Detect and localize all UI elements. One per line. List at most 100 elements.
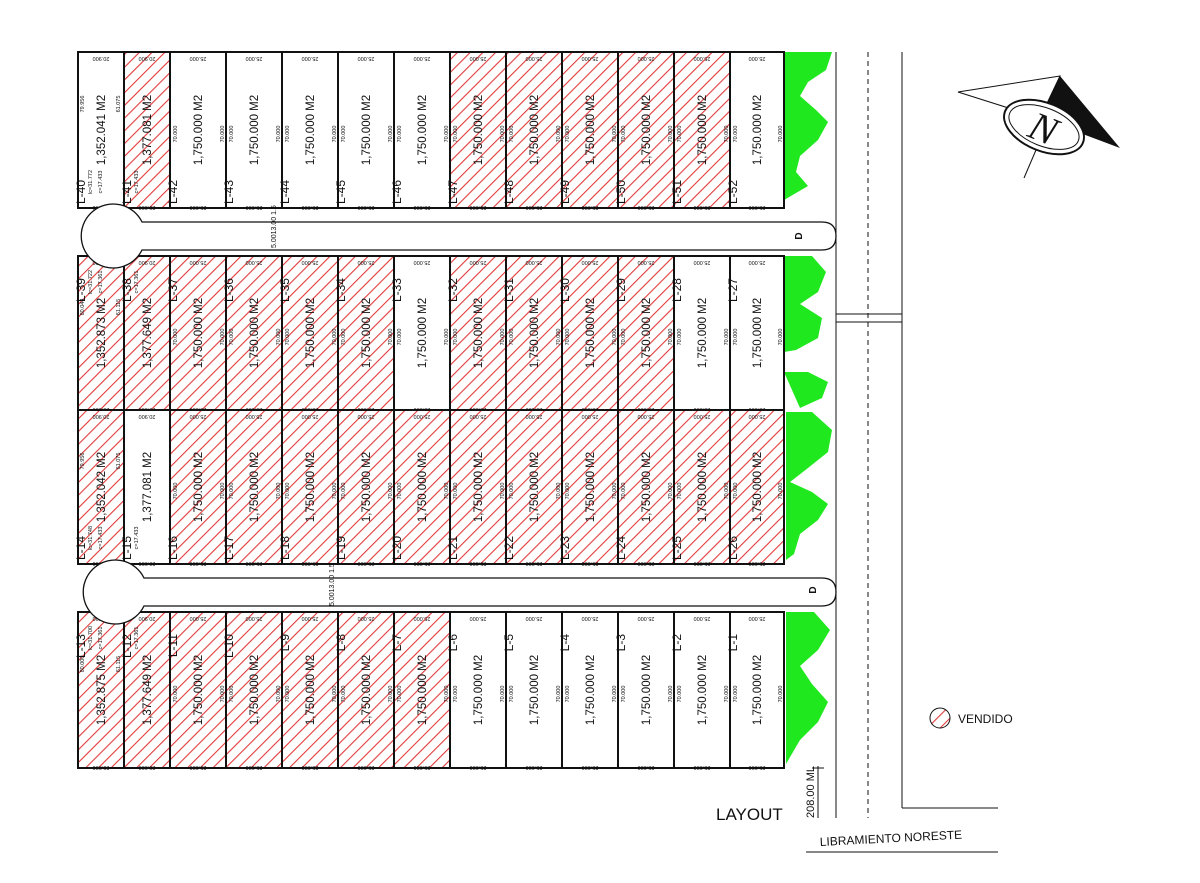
lot-area-label: 1,750.000 M2 <box>697 298 709 368</box>
lot-area[interactable] <box>673 611 731 769</box>
lot-sold-area[interactable] <box>393 611 451 769</box>
lot-area[interactable] <box>505 611 563 769</box>
lot-sold-area[interactable] <box>561 409 619 565</box>
lot-sold-area[interactable] <box>561 51 619 209</box>
lot-sold-area[interactable] <box>169 255 227 411</box>
lot-front-label: 25.000 <box>749 764 766 770</box>
lot-sold-area[interactable] <box>123 611 171 769</box>
lot-area[interactable] <box>729 611 785 769</box>
lot[interactable]: 1,352.042 M2L-1420.90020.90079.95661.075… <box>74 409 125 566</box>
lot-sold-area[interactable] <box>337 611 395 769</box>
lot-sold-area[interactable] <box>169 611 227 769</box>
lot-sold-area[interactable] <box>673 51 731 209</box>
lot-sold-area[interactable] <box>505 51 563 209</box>
lot-area[interactable] <box>123 409 171 565</box>
lot-area[interactable] <box>673 255 731 411</box>
lot-sold-area[interactable] <box>123 255 171 411</box>
lot-sold-area[interactable] <box>729 409 785 565</box>
lot-sold-area[interactable] <box>225 611 283 769</box>
lot-sold-area[interactable] <box>281 255 339 411</box>
lot-sold-area[interactable] <box>561 255 619 411</box>
lot-sold-area[interactable] <box>337 255 395 411</box>
lot-sold-area[interactable] <box>449 255 507 411</box>
lot[interactable]: 1,352.041 M2L-4020.90020.90079.95661.075… <box>74 51 125 210</box>
lot[interactable]: 1,352.873 M2L-3920.90020.90080.04461.115… <box>74 255 125 412</box>
lot-sold-area[interactable] <box>123 51 171 209</box>
lot-area-label: 1,750.000 M2 <box>641 298 653 368</box>
lot[interactable]: 1,352.875 M2L-1320.90020.90080.00061.115… <box>74 611 125 770</box>
lot-sold-area[interactable] <box>617 51 675 209</box>
lot-area[interactable] <box>729 51 785 209</box>
lot-sold-area[interactable] <box>617 255 675 411</box>
lot-area[interactable] <box>169 51 227 209</box>
lot-sold-area[interactable] <box>449 51 507 209</box>
lot-sold-area[interactable] <box>505 409 563 565</box>
lot-area[interactable] <box>337 51 395 209</box>
lot-area[interactable] <box>225 51 283 209</box>
lot-depth-label: 70.000 <box>388 126 394 143</box>
lot-sold-area[interactable] <box>449 409 507 565</box>
lot-area[interactable] <box>449 611 507 769</box>
lot-area[interactable] <box>393 255 451 411</box>
lot-sold-area[interactable] <box>617 409 675 565</box>
lot-sold-area[interactable] <box>169 409 227 565</box>
lot-sold-area[interactable] <box>393 409 451 565</box>
lot-area[interactable] <box>561 611 619 769</box>
lot-area[interactable] <box>729 255 785 411</box>
lot-area[interactable] <box>281 51 339 209</box>
lot-sold-area[interactable] <box>337 409 395 565</box>
lot-front-label: 25.000 <box>638 259 655 265</box>
lot-sold-area[interactable] <box>225 255 283 411</box>
lot-area[interactable] <box>617 611 675 769</box>
lot-sold-area[interactable] <box>77 409 125 565</box>
